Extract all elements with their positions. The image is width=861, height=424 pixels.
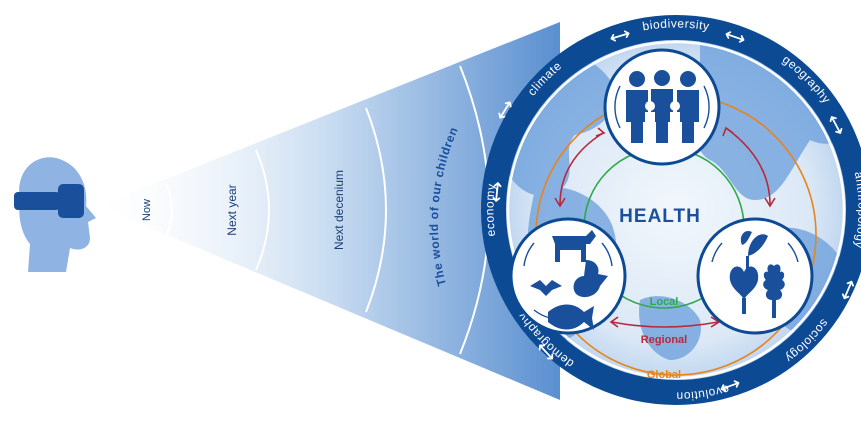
- vr-head-icon: [14, 157, 96, 272]
- timeline-label-now: Now: [141, 199, 153, 221]
- vision-beam: [98, 22, 560, 400]
- people-node: [603, 48, 721, 166]
- topic-ring-inner-edge: [506, 40, 846, 380]
- ring-topic-label: economy: [482, 183, 498, 238]
- animals-icon: [530, 230, 608, 330]
- scale-label-regional: Regional: [641, 334, 687, 346]
- timeline-label-next-year: Next year: [225, 184, 239, 235]
- ring-topic-label: biodiversity: [641, 16, 710, 33]
- beam-divider: [255, 149, 270, 271]
- scale-label-local: Local: [650, 296, 679, 308]
- health-title: HEALTH: [619, 206, 701, 227]
- regional-arrows: [554, 126, 776, 328]
- topic-ring: [481, 15, 861, 405]
- ring-arrows: [492, 30, 855, 392]
- plants-icon: [729, 230, 785, 318]
- plants-node: [696, 217, 814, 335]
- scale-label-global: Global: [647, 369, 681, 381]
- timeline-label-next-decenium: Next decenium: [332, 170, 346, 250]
- animals-node: [509, 217, 627, 335]
- ring-topic-label: anthropology: [852, 170, 861, 249]
- beam-divider: [365, 107, 387, 313]
- people-icon: [626, 70, 699, 143]
- beam-divider: [165, 183, 173, 237]
